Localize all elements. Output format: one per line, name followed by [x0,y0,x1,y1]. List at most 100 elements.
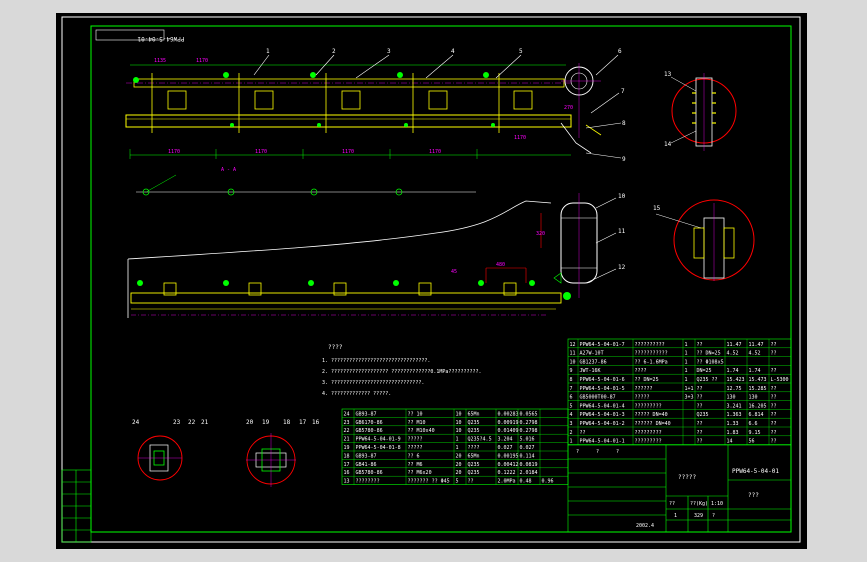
bom-lower-cell: 20 [456,462,462,468]
bom-upper-cell: ?? [771,368,777,374]
detail-label: 24 [132,419,140,426]
bom-lower-cell: 2.0184 [520,470,538,476]
bom-upper-cell: 1.74 [727,368,739,374]
bom-lower-cell: 0.48 [520,479,532,485]
bom-upper-cell: 15.423 [727,377,745,383]
bom-upper-cell: ????????? [635,439,662,445]
bom-upper-cell: ??????????? [635,351,668,357]
bom-upper-cell: ?????? [635,386,653,392]
detail-label: 23 [173,419,181,426]
bom-lower-cell: 0.114 [520,453,535,459]
bom-lower-cell: 0.2798 [520,420,538,426]
bom-upper-cell: ?? [771,430,777,436]
balloon-3: 3 [387,48,391,55]
bom-upper-cell: ?? [697,439,703,445]
section-a-a [136,174,476,196]
bom-upper-cell: PPW64-5-04-01-7 [580,342,625,348]
bom-lower-cell: 1 [456,445,459,451]
bom-upper-cell: 10 [570,359,576,365]
balloon-8: 8 [622,120,626,127]
bom-upper-cell: PPW64-5-04-01-4 [580,403,625,409]
bom-upper-cell: 11.47 [749,342,764,348]
bom-lower-cell: 20 [456,453,462,459]
balloon-11: 11 [618,228,626,235]
detail-label: 21 [201,419,209,426]
bom-upper-cell: ?? [697,403,703,409]
bom-lower-cell: GB6170-86 [356,420,383,426]
bom-lower-cell: 0.00412 [498,462,519,468]
bom-lower-cell: ?? 10 [408,411,423,417]
bom-lower-cell: GB5780-86 [356,470,383,476]
balloon-5: 5 [519,48,523,55]
bom-lower-cell: Q235 [468,428,480,434]
balloon-14: 14 [664,141,672,148]
bom-lower-cell: Q235?4.5 [468,437,492,443]
bom-upper-cell: 15.473 [749,377,767,383]
bom-upper-cell: ?? Φ108x5 [697,359,724,365]
note-line: 4. ????????????? ?????. [322,391,391,397]
bom-upper-cell: ?? [771,342,777,348]
dim-label: 1170 [429,149,441,155]
bom-lower-cell: ????? [408,437,423,443]
inner-border [90,25,792,533]
notes-title: ???? [328,344,343,351]
bom-upper-cell: 5 [570,403,573,409]
title-block-drawing-no: PPW64-5-04-01 [732,468,779,475]
bom-upper-cell: ?????? DN=40 [635,421,671,427]
bom-upper-cell: 9 [570,368,573,374]
dim-label: 1170 [342,149,354,155]
bom-upper-cell: GB1237-86 [580,359,607,365]
detail-bolt-left [137,435,183,481]
bom-lower-cell: PPW64-5-04-01-9 [356,437,401,443]
bom-lower-cell: GB93-87 [356,453,377,459]
bom-upper-cell: 3 [570,421,573,427]
bom-lower-cell: 17 [344,462,350,468]
bom-upper-cell: 1 [685,351,688,357]
balloon-2: 2 [332,48,336,55]
bom-upper-cell: 8 [570,377,573,383]
lower-pipe-view [127,193,598,318]
bom-upper-cell: 14 [727,439,733,445]
bom-upper-cell: GB5000T00-87 [580,395,616,401]
bom-upper-cell: 6.6 [749,421,758,427]
bom-upper-cell: PPW64-5-04-01-2 [580,421,625,427]
title-block-material: ??? [748,492,759,499]
bom-upper-cell: 1+1 [685,386,694,392]
bom-upper-cell: ????? DN=40 [635,412,668,418]
bom-lower-cell: 16 [344,470,350,476]
bom-upper-cell: 1 [685,359,688,365]
bom-lower-cell: ????? [408,445,423,451]
bom-upper-cell: ?? [697,430,703,436]
bom-lower-cell: 0.00283 [498,411,519,417]
bom-upper-cell: 12 [570,342,576,348]
bom-upper-cell: 1.33 [727,421,739,427]
bom-upper-cell: L-5300 [771,377,789,383]
bom-lower-cell: 10 [456,411,462,417]
bom-upper-cell: PPW64-5-04-01-3 [580,412,625,418]
detail-label: 20 [246,419,254,426]
bom-upper-cell: 3.241 [727,403,742,409]
assembly-drawing: PPW64-5-04-01 [61,16,801,543]
title-block-date: 2002.4 [636,523,654,529]
top-assembly-view [125,63,602,159]
drawing-number-mirrored: PPW64-5-04-01 [137,35,184,42]
dim-label: 1135 [154,58,166,64]
bom-lower-cell: GB5780-86 [356,428,383,434]
bom-lower-cell: ?? [468,479,474,485]
bom-upper-cell: ?? [771,395,777,401]
detail-label: 16 [312,419,320,426]
bom-upper-cell: ?? [697,386,703,392]
bom-upper-cell: ?? [771,421,777,427]
balloon-12: 12 [618,264,626,271]
bom-upper-cell: A27W-10T [580,351,604,357]
balloon-10: 10 [618,193,626,200]
bom-lower-cell: ?? M6x20 [408,470,432,476]
bom-lower-cell: GB93-87 [356,411,377,417]
bom-upper-cell: 1.83 [727,430,739,436]
outer-frame [61,16,801,543]
bom-upper-cell: 3+3 [685,395,694,401]
bom-upper-cell: PPW64-5-04-01-1 [580,439,625,445]
bom-lower-cell: 0.00919 [498,420,519,426]
bom-upper-cell: ?? [771,439,777,445]
bom-lower-cell: 10 [456,420,462,426]
